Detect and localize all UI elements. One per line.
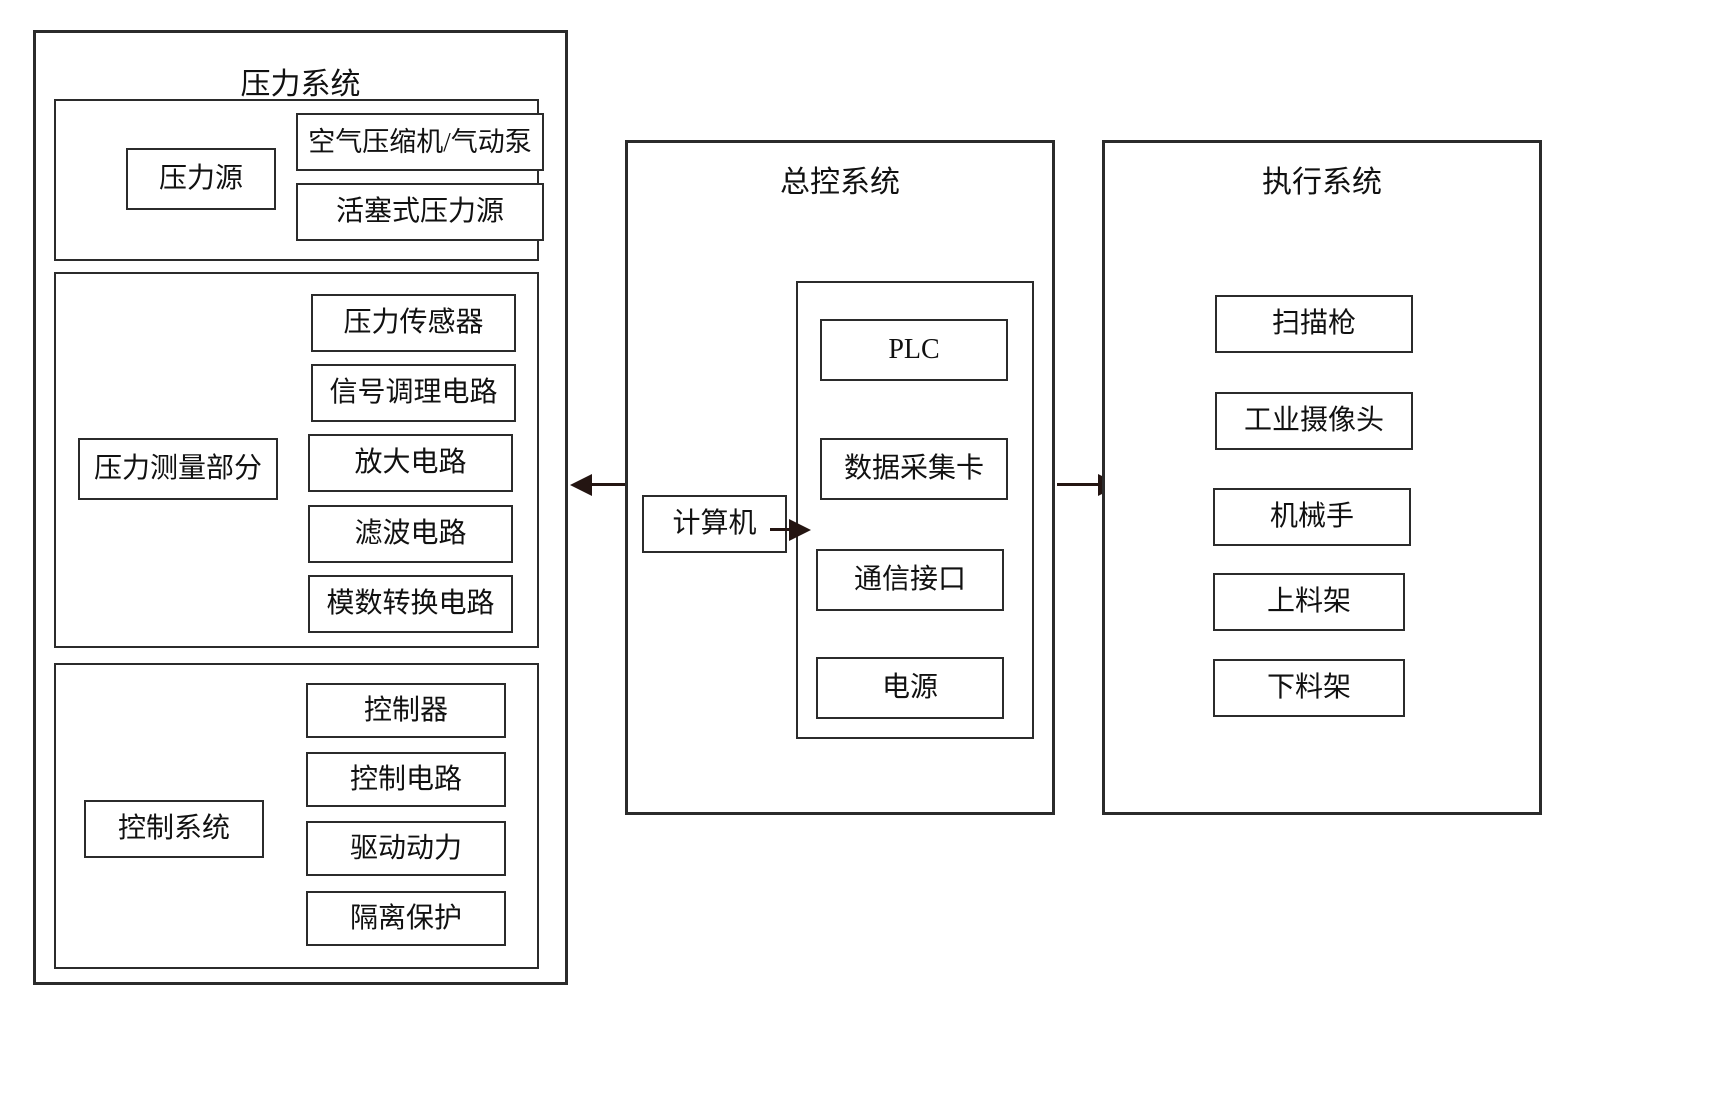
computer-to-stack-arrow-head <box>789 519 811 541</box>
adc-circuit-box: 模数转换电路 <box>308 575 513 633</box>
air-compressor-pneumatic-pump-box: 空气压缩机/气动泵 <box>296 113 544 171</box>
isolation-protection-box: 隔离保护 <box>306 891 506 946</box>
master-control-system-container: 总控系统 计算机 PLC 数据采集卡 通信接口 电源 <box>625 140 1055 815</box>
piston-pressure-source-box: 活塞式压力源 <box>296 183 544 241</box>
unloading-rack-box: 下料架 <box>1213 659 1405 717</box>
control-system-label: 控制系统 <box>84 800 264 858</box>
signal-conditioning-circuit-box: 信号调理电路 <box>311 364 516 422</box>
controller-stack-group: PLC 数据采集卡 通信接口 电源 <box>796 281 1034 739</box>
scanner-gun-box: 扫描枪 <box>1215 295 1413 353</box>
plc-box: PLC <box>820 319 1008 381</box>
execution-system-container: 执行系统 扫描枪 工业摄像头 机械手 上料架 下料架 <box>1102 140 1542 815</box>
pressure-system-title: 压力系统 <box>240 68 361 101</box>
computer-to-stack-arrow-line <box>770 528 792 531</box>
master-control-system-title: 总控系统 <box>780 166 900 199</box>
data-acquisition-card-box: 数据采集卡 <box>820 438 1008 500</box>
amplifier-circuit-box: 放大电路 <box>308 434 513 492</box>
pressure-measurement-group: 压力测量部分 压力传感器 信号调理电路 放大电路 滤波电路 模数转换电路 <box>54 272 539 648</box>
industrial-camera-box: 工业摄像头 <box>1215 392 1413 450</box>
communication-interface-box: 通信接口 <box>816 549 1004 611</box>
pressure-source-label: 压力源 <box>126 148 276 210</box>
computer-box: 计算机 <box>642 495 787 553</box>
filter-circuit-box: 滤波电路 <box>308 505 513 563</box>
pressure-source-group: 压力源 空气压缩机/气动泵 活塞式压力源 <box>54 99 544 261</box>
master-to-pressure-arrow-line <box>592 483 637 486</box>
master-to-execution-arrow-line <box>1057 483 1102 486</box>
drive-power-box: 驱动动力 <box>306 821 506 876</box>
controller-box: 控制器 <box>306 683 506 738</box>
power-supply-box: 电源 <box>816 657 1004 719</box>
pressure-sensor-box: 压力传感器 <box>311 294 516 352</box>
loading-rack-box: 上料架 <box>1213 573 1405 631</box>
control-system-group: 控制系统 控制器 控制电路 驱动动力 隔离保护 <box>54 663 539 969</box>
pressure-system-container: 压力系统 压力源 空气压缩机/气动泵 活塞式压力源 压力测量部分 压力传感器 信… <box>33 30 568 985</box>
control-circuit-box: 控制电路 <box>306 752 506 807</box>
pressure-measurement-label: 压力测量部分 <box>78 438 278 500</box>
robot-arm-box: 机械手 <box>1213 488 1411 546</box>
master-to-pressure-arrow-head <box>570 474 592 496</box>
execution-system-title: 执行系统 <box>1262 166 1382 199</box>
